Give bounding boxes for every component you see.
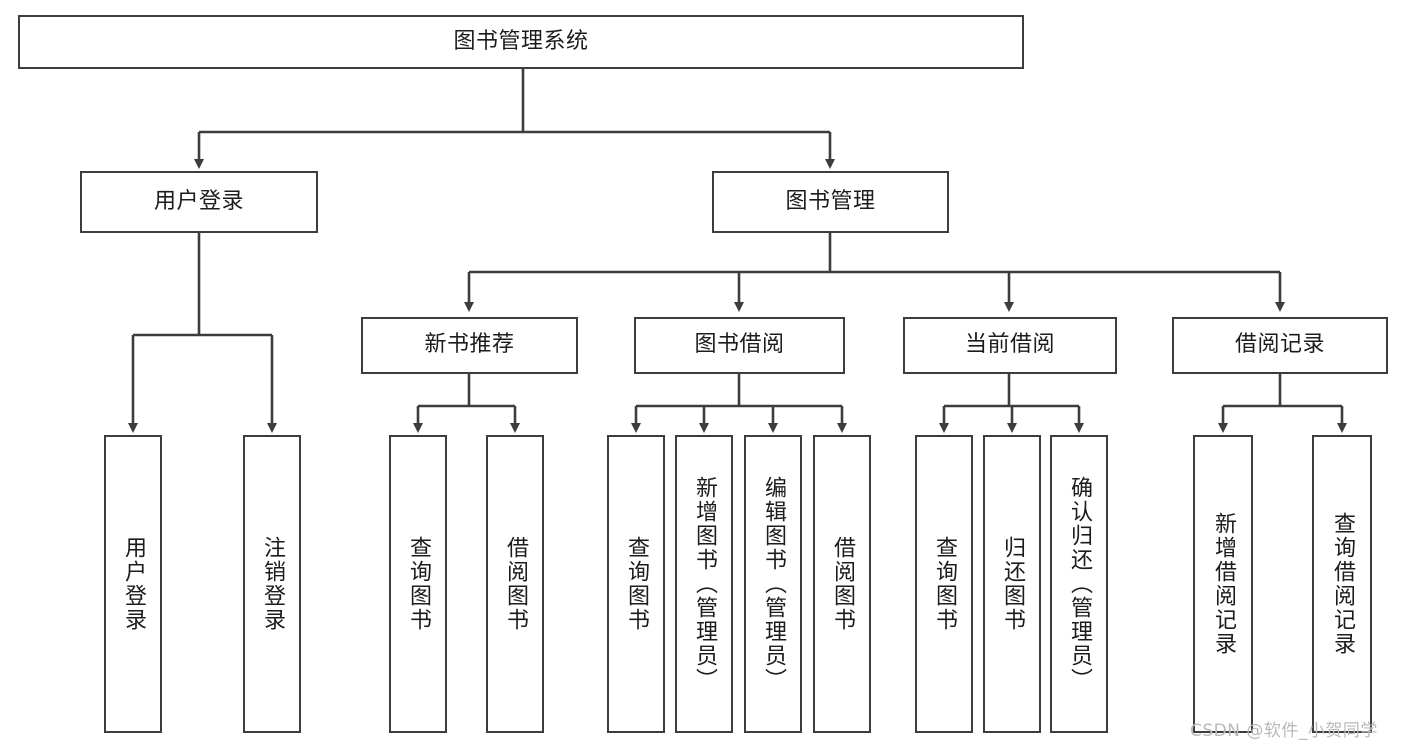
leaf-record-add-label: 新增借阅记录 (1211, 512, 1236, 656)
leaf-user-login-logout-label: 注销登录 (260, 536, 285, 632)
leaf-current-return-book-label: 归还图书 (1000, 536, 1025, 632)
leaf-new-book-borrow-label: 借阅图书 (503, 536, 528, 632)
leaf-current-confirm-return[interactable]: 确认归还（管理员） (1050, 435, 1108, 733)
leaf-new-book-query-label: 查询图书 (406, 536, 431, 632)
node-new-book-recommend[interactable]: 新书推荐 (361, 317, 578, 374)
node-borrow-record[interactable]: 借阅记录 (1172, 317, 1388, 374)
node-user-login-label: 用户登录 (153, 188, 244, 214)
node-current-borrow[interactable]: 当前借阅 (903, 317, 1117, 374)
leaf-borrow-add-book-label: 新增图书（管理员） (692, 476, 717, 692)
node-root[interactable]: 图书管理系统 (18, 15, 1024, 69)
leaf-borrow-query-book-label: 查询图书 (624, 536, 649, 632)
leaf-new-book-borrow[interactable]: 借阅图书 (486, 435, 544, 733)
node-borrow-record-label: 借阅记录 (1234, 332, 1325, 358)
leaf-record-query[interactable]: 查询借阅记录 (1312, 435, 1372, 733)
leaf-new-book-query[interactable]: 查询图书 (389, 435, 447, 733)
node-book-borrow[interactable]: 图书借阅 (634, 317, 845, 374)
node-book-borrow-label: 图书借阅 (694, 332, 785, 358)
node-book-management[interactable]: 图书管理 (712, 171, 949, 233)
leaf-record-query-label: 查询借阅记录 (1330, 512, 1355, 656)
node-current-borrow-label: 当前借阅 (964, 332, 1055, 358)
leaf-borrow-edit-book-label: 编辑图书（管理员） (761, 476, 786, 692)
leaf-borrow-borrow-book-label: 借阅图书 (830, 536, 855, 632)
node-book-management-label: 图书管理 (785, 188, 876, 214)
leaf-current-query-book[interactable]: 查询图书 (915, 435, 973, 733)
leaf-user-login-login[interactable]: 用户登录 (104, 435, 162, 733)
node-root-label: 图书管理系统 (453, 28, 589, 54)
leaf-current-return-book[interactable]: 归还图书 (983, 435, 1041, 733)
node-user-login[interactable]: 用户登录 (80, 171, 318, 233)
leaf-current-confirm-return-label: 确认归还（管理员） (1067, 476, 1092, 692)
leaf-borrow-query-book[interactable]: 查询图书 (607, 435, 665, 733)
leaf-user-login-login-label: 用户登录 (121, 536, 146, 632)
leaf-current-query-book-label: 查询图书 (932, 536, 957, 632)
leaf-record-add[interactable]: 新增借阅记录 (1193, 435, 1253, 733)
leaf-user-login-logout[interactable]: 注销登录 (243, 435, 301, 733)
node-new-book-recommend-label: 新书推荐 (424, 332, 515, 358)
leaf-borrow-add-book[interactable]: 新增图书（管理员） (675, 435, 733, 733)
leaf-borrow-borrow-book[interactable]: 借阅图书 (813, 435, 871, 733)
leaf-borrow-edit-book[interactable]: 编辑图书（管理员） (744, 435, 802, 733)
